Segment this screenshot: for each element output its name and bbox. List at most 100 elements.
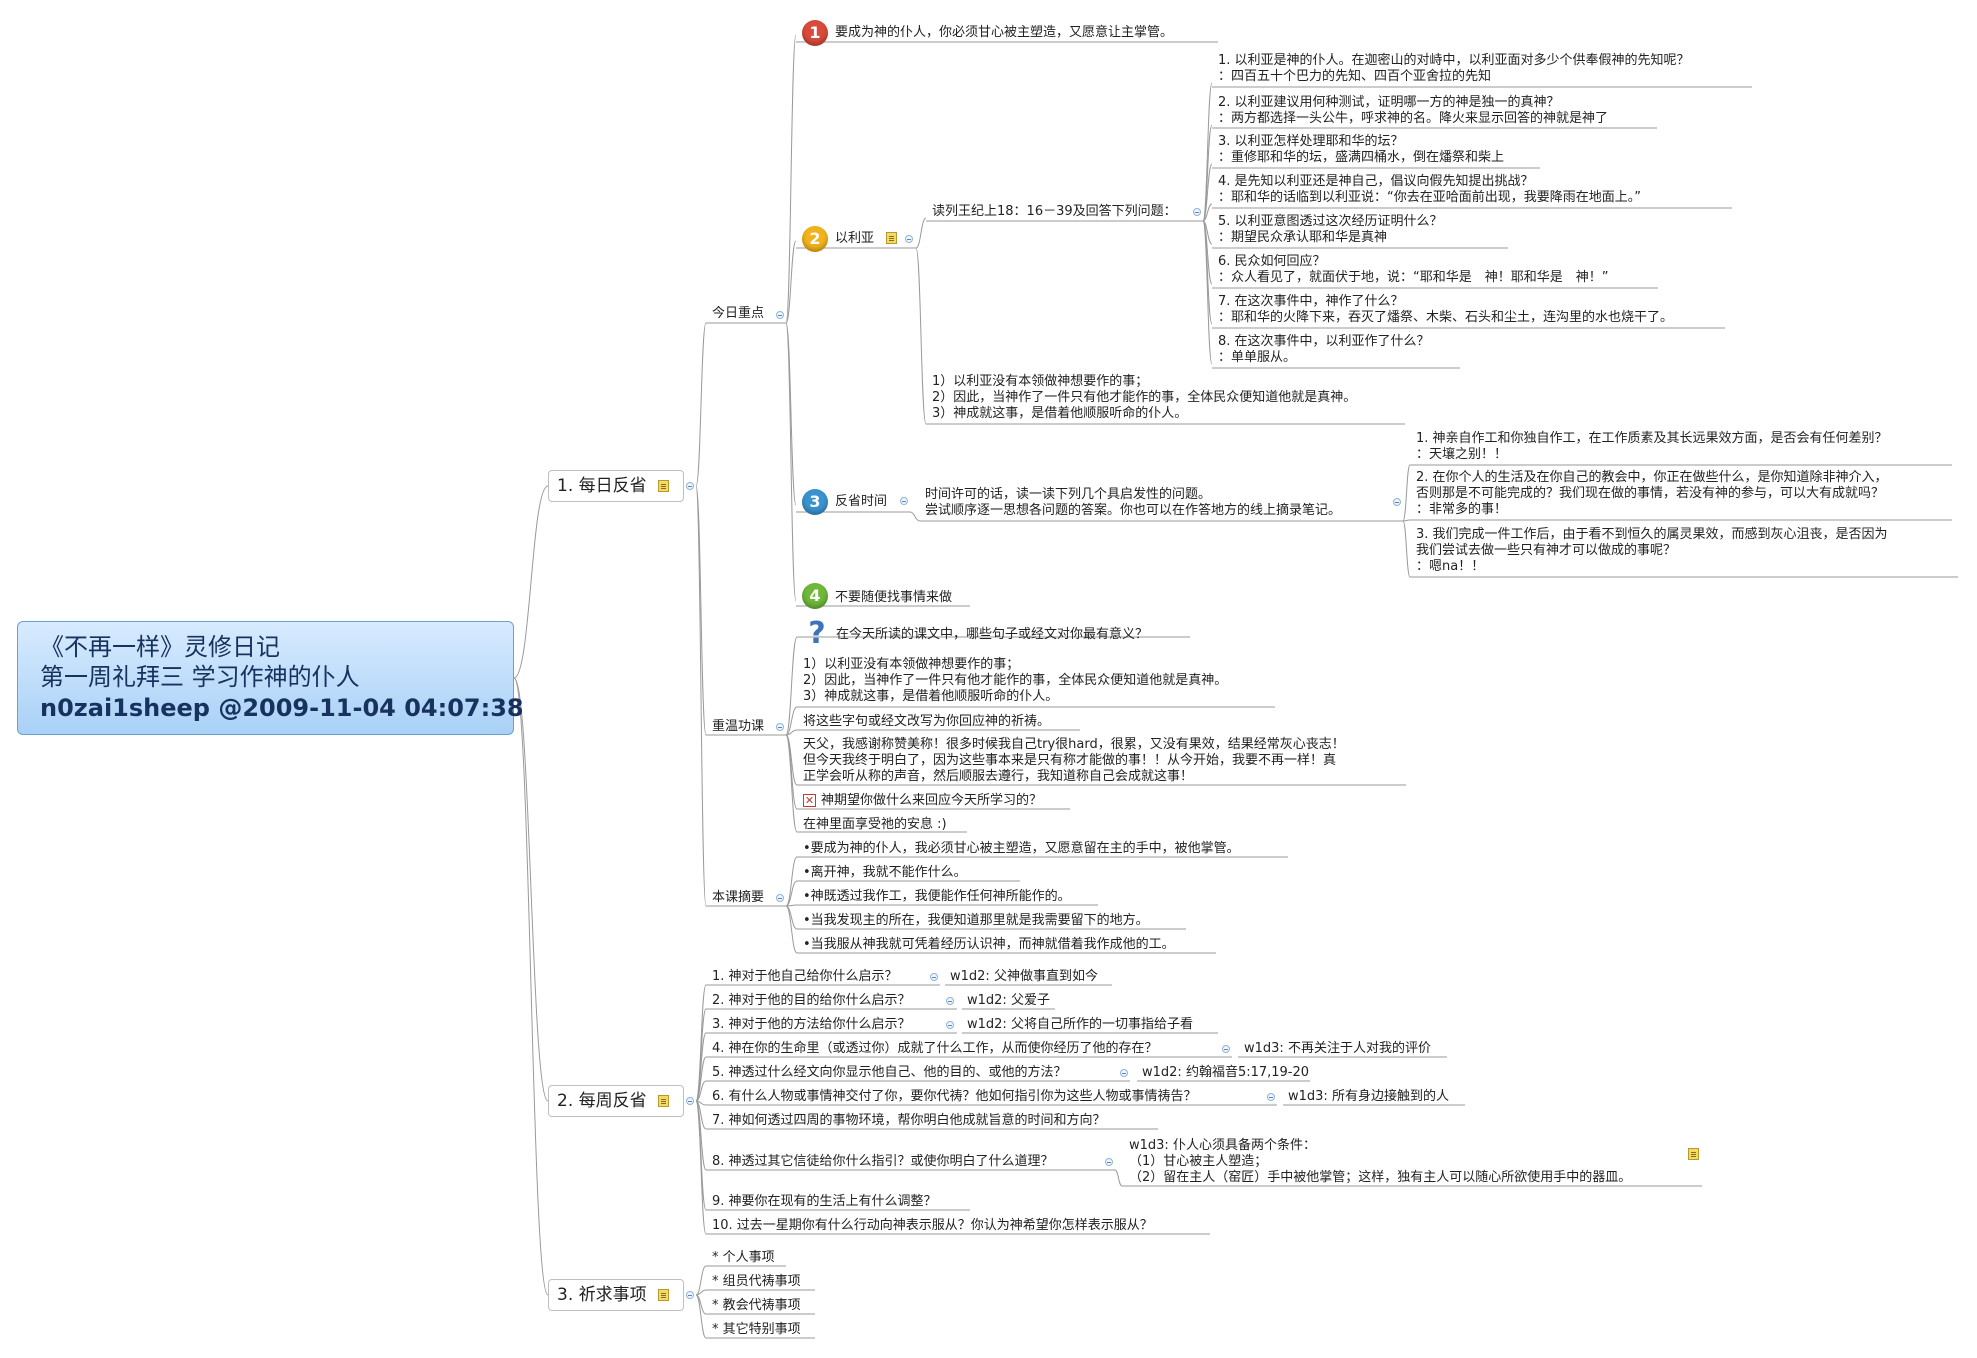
central-topic-title: 《不再一样》灵修日记	[40, 633, 280, 661]
collapse-toggle-icon[interactable]	[900, 497, 908, 505]
weekly-answer[interactable]: w1d3: 不再关注于人对我的评价	[1244, 1041, 1431, 1056]
note-icon[interactable]	[658, 1095, 670, 1107]
elijah-answer[interactable]: ：四百五十个巴力的先知、四百个亚舍拉的先知	[1218, 69, 1492, 84]
elijah-question[interactable]: 6. 民众如何回应？	[1218, 254, 1326, 269]
elijah-answer[interactable]: ：两方都选择一头公牛，呼求神的名。降火来显示回答的神就是神了	[1218, 111, 1609, 126]
elijah-question[interactable]: 5. 以利亚意图透过这次经历证明什么？	[1218, 214, 1443, 229]
collapse-toggle-icon[interactable]	[686, 1097, 694, 1105]
weekly-question[interactable]: 9. 神要你在现有的生活上有什么调整？	[712, 1194, 937, 1209]
collapse-toggle-icon[interactable]	[686, 1291, 694, 1299]
branch-prayer-requests[interactable]: 3. 祈求事项	[548, 1279, 684, 1311]
weekly-question[interactable]: 3. 神对于他的方法给你什么启示？	[712, 1017, 911, 1032]
review-verses[interactable]: 1）以利亚没有本领做神想要作的事； 2）因此，当神作了一件只有他才能作的事，全体…	[803, 657, 1227, 705]
collapse-toggle-icon[interactable]	[776, 723, 784, 731]
elijah-answer[interactable]: ：重修耶和华的坛，盛满四桶水，倒在燔祭和柴上	[1218, 150, 1505, 165]
prayer-text[interactable]: 天父，我感谢称赞美称！很多时候我自己try很hard，很累，又没有果效，结果经常…	[803, 737, 1345, 785]
collapse-toggle-icon[interactable]	[776, 311, 784, 319]
reflection-item[interactable]: 3. 我们完成一件工作后，由于看不到恒久的属灵果效，而感到灰心沮丧，是否因为 我…	[1416, 527, 1888, 575]
elijah-question[interactable]: 1. 以利亚是神的仆人。在迦密山的对峙中，以利亚面对多少个供奉假神的先知呢？	[1218, 53, 1690, 68]
elijah-answer[interactable]: ：耶和华的话临到以利亚说：“你去在亚哈面前出现，我要降雨在地面上。”	[1218, 190, 1641, 205]
weekly-question[interactable]: 8. 神透过其它信徒给你什么指引？或使你明白了什么道理？	[712, 1154, 1054, 1169]
weekly-answer[interactable]: w1d2: 父将自己所作的一切事指给子看	[967, 1017, 1193, 1032]
weekly-question[interactable]: 2. 神对于他的目的给你什么启示？	[712, 993, 911, 1008]
reflection-item-line: ：嗯na！！	[1416, 559, 1485, 574]
elijah-answer[interactable]: ：耶和华的火降下来，吞灭了燔祭、木柴、石头和尘土，连沟里的水也烧干了。	[1218, 310, 1674, 325]
elijah-question[interactable]: 4. 是先知以利亚还是神自己，倡议向假先知提出挑战？	[1218, 174, 1534, 189]
reflection-time-label[interactable]: 反省时间	[835, 494, 888, 509]
connector-line	[909, 511, 921, 522]
connector-line	[785, 734, 798, 833]
reflection-item-line: 我们尝试去做一些只有神才可以做成的事呢？	[1416, 543, 1677, 558]
prayer-request-item[interactable]: * 个人事项	[712, 1250, 775, 1265]
summary-item[interactable]: •当我发现主的所在，我便知道那里就是我需要留下的地方。	[803, 913, 1149, 928]
note-icon[interactable]	[1688, 1148, 1699, 1160]
connector-line	[695, 1080, 707, 1102]
prayer-request-item[interactable]: * 教会代祷事项	[712, 1298, 801, 1313]
weekly-answer[interactable]: （2）留在主人（窑匠）手中被他掌管；这样，独有主人可以随心所欲使用手中的器皿。	[1129, 1170, 1632, 1185]
branch-daily-reflection[interactable]: 1. 每日反省	[548, 470, 684, 502]
collapse-toggle-icon[interactable]	[686, 482, 694, 490]
today-focus-label[interactable]: 今日重点	[712, 306, 765, 321]
collapse-toggle-icon[interactable]	[905, 235, 913, 243]
weekly-question[interactable]: 4. 神在你的生命里（或透过你）成就了什么工作，从而使你经历了他的存在？	[712, 1041, 1158, 1056]
rest-text[interactable]: 在神里面享受祂的安息 :)	[803, 817, 947, 832]
collapse-toggle-icon[interactable]	[776, 894, 784, 902]
weekly-question[interactable]: 1. 神对于他自己给你什么启示？	[712, 969, 898, 984]
branch-weekly-reflection[interactable]: 2. 每周反省	[548, 1085, 684, 1117]
review-verse-line: 2）因此，当神作了一件只有他才能作的事，全体民众便知道他就是真神。	[803, 673, 1228, 688]
weekly-answer[interactable]: w1d3: 所有身边接触到的人	[1288, 1089, 1449, 1104]
weekly-answer[interactable]: w1d2: 父神做事直到如今	[950, 969, 1098, 984]
collapse-toggle-icon[interactable]	[1193, 208, 1201, 216]
elijah-answer[interactable]: ：单单服从。	[1218, 350, 1297, 365]
summary-item[interactable]: •神既透过我作工，我便能作任何神所能作的。	[803, 889, 1071, 904]
weekly-answer[interactable]: （1）甘心被主人塑造；	[1129, 1154, 1268, 1169]
weekly-question[interactable]: 7. 神如何透过四周的事物环境，帮你明白他成就旨意的时间和方向？	[712, 1113, 1106, 1128]
note-icon[interactable]	[658, 480, 670, 492]
collapse-toggle-icon[interactable]	[1393, 498, 1401, 506]
prayer-request-item[interactable]: * 其它特别事项	[712, 1322, 801, 1337]
summary-item[interactable]: •当我服从神我就可凭着经历认识神，而神就借着我作成他的工。	[803, 937, 1175, 952]
summary-item[interactable]: •要成为神的仆人，我必须甘心被主塑造，又愿意留在主的手中，被他掌管。	[803, 841, 1240, 856]
elijah-answer[interactable]: ：众人看见了，就面伏于地，说：“耶和华是 神！耶和华是 神！”	[1218, 270, 1609, 285]
collapse-toggle-icon[interactable]	[946, 997, 954, 1005]
connector-line	[785, 34, 797, 324]
elijah-question[interactable]: 7. 在这次事件中，神作了什么？	[1218, 294, 1404, 309]
elijah-question[interactable]: 8. 在这次事件中，以利亚作了什么？	[1218, 334, 1430, 349]
elijah-label[interactable]: 以利亚	[835, 231, 875, 246]
elijah-question[interactable]: 3. 以利亚怎样处理耶和华的坛？	[1218, 134, 1404, 149]
reflection-item[interactable]: 1. 神亲自作工和你独自作工，在工作质素及其长远果效方面，是否会有任何差别？ ：…	[1416, 431, 1888, 463]
connector-line	[695, 1100, 707, 1235]
reading-instruction[interactable]: 读列王纪上18：16－39及回答下列问题：	[932, 204, 1177, 219]
response-question[interactable]: 神期望你做什么来回应今天所学习的？	[821, 793, 1043, 808]
weekly-answer[interactable]: w1d2: 父爱子	[967, 993, 1050, 1008]
prayer-prompt[interactable]: 将这些字句或经文改写为你回应神的祈祷。	[803, 714, 1051, 729]
central-topic[interactable]: 《不再一样》灵修日记 第一周礼拜三 学习作神的仆人 n0zai1sheep @2…	[17, 621, 524, 735]
weekly-question[interactable]: 6. 有什么人物或事情神交付了你，要你代祷？他如何指引你为这些人物或事情祷告？	[712, 1089, 1197, 1104]
lesson-summary-label[interactable]: 本课摘要	[712, 890, 765, 905]
priority-4-text[interactable]: 不要随便找事情来做	[835, 590, 953, 605]
weekly-question[interactable]: 5. 神透过什么经文向你显示他自己、他的目的、或他的方法？	[712, 1065, 1067, 1080]
collapse-toggle-icon[interactable]	[1120, 1069, 1128, 1077]
elijah-summary[interactable]: 1）以利亚没有本领做神想要作的事； 2）因此，当神作了一件只有他才能作的事，全体…	[932, 374, 1356, 422]
collapse-toggle-icon[interactable]	[1105, 1158, 1113, 1166]
prayer-request-item[interactable]: * 组员代祷事项	[712, 1274, 801, 1289]
elijah-question[interactable]: 2. 以利亚建议用何种测试，证明哪一方的神是独一的真神？	[1218, 95, 1560, 110]
review-lesson-label[interactable]: 重温功课	[712, 719, 765, 734]
weekly-answer[interactable]: w1d2: 约翰福音5:17,19-20	[1142, 1065, 1310, 1080]
review-question[interactable]: 在今天所读的课文中，哪些句子或经文对你最有意义？	[836, 627, 1149, 642]
note-icon[interactable]	[658, 1289, 670, 1301]
priority-3-icon: 3	[802, 489, 828, 515]
collapse-toggle-icon[interactable]	[946, 1021, 954, 1029]
reflection-item[interactable]: 2. 在你个人的生活及在你自己的教会中，你正在做些什么，是你知道除非神介入， 否…	[1416, 470, 1888, 518]
collapse-toggle-icon[interactable]	[1267, 1093, 1275, 1101]
summary-item[interactable]: •离开神，我就不能作什么。	[803, 865, 967, 880]
weekly-question[interactable]: 10. 过去一星期你有什么行动向神表示服从？你认为神希望你怎样表示服从？	[712, 1218, 1153, 1233]
elijah-answer[interactable]: ：期望民众承认耶和华是真神	[1218, 230, 1388, 245]
reflection-intro[interactable]: 时间许可的话，读一读下列几个具启发性的问题。 尝试顺序逐一思想各问题的答案。你也…	[925, 487, 1341, 519]
weekly-answer[interactable]: w1d3: 仆人心须具备两个条件：	[1129, 1138, 1316, 1153]
note-icon[interactable]	[886, 232, 897, 244]
priority-1-text[interactable]: 要成为神的仆人，你必须甘心被主塑造，又愿意让主掌管。	[835, 25, 1174, 40]
collapse-toggle-icon[interactable]	[1222, 1045, 1230, 1053]
collapse-toggle-icon[interactable]	[930, 973, 938, 981]
connector-line	[695, 1289, 707, 1296]
